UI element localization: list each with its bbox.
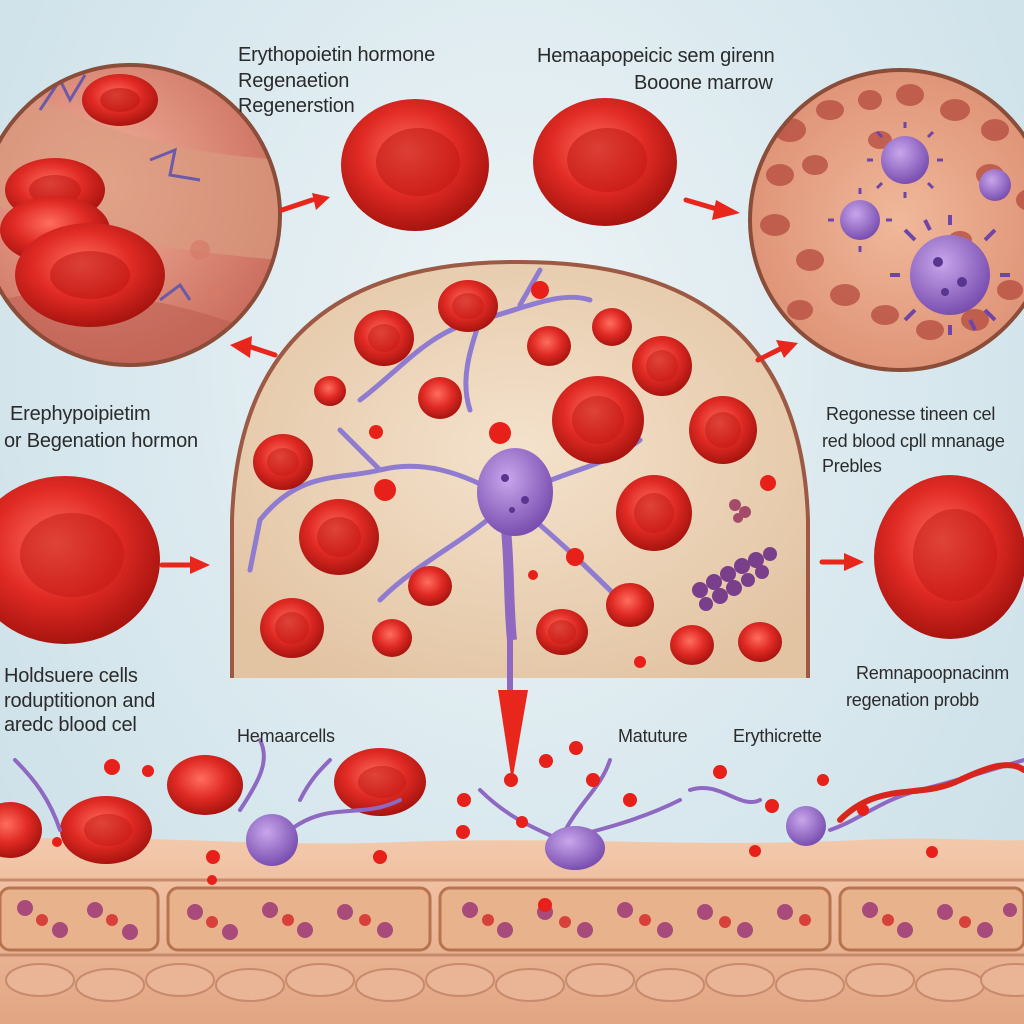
label-bottom-3: Erythicrette (733, 726, 822, 746)
label-low-right-1: Remnapoopnacinm (856, 663, 1010, 683)
label-bottom-1: Hemaarcells (237, 726, 335, 746)
bone-marrow-circle (748, 68, 1024, 372)
rbc-mid-left (0, 476, 160, 644)
bottom-stem-cell (246, 814, 298, 866)
label-top-left-2: Regenaetion (238, 70, 350, 92)
flow-arrows (159, 193, 864, 574)
rbc-top-center-left (341, 99, 489, 231)
label-mid-left-2: or Begenation hormon (4, 430, 198, 452)
label-mid-right-1: Regonesse tineen cel (826, 404, 996, 424)
label-low-left-2: roduptitionon and (4, 690, 156, 712)
label-top-right-1: Hemaapopeicic sem girenn (537, 45, 775, 67)
label-bottom-2: Matuture (618, 726, 688, 746)
bottom-red-dots (52, 741, 938, 912)
label-top-right-2: Booone marrow (634, 72, 773, 94)
down-arrow (498, 690, 528, 782)
label-low-right-2: regenation probb (846, 690, 979, 710)
bottom-stem-cell (786, 806, 826, 846)
label-mid-right-3: Prebles (822, 456, 882, 476)
tissue-layer (0, 837, 1024, 1024)
vessel-circle (0, 63, 282, 367)
label-mid-right-2: red blood cpll mnanage (822, 431, 1005, 451)
label-low-left-3: aredc blood cel (4, 714, 137, 736)
rbc-top-center-right (533, 98, 677, 226)
label-low-left-1: Holdsuere cells (4, 665, 138, 687)
label-top-left-1: Erythopoietin hormone (238, 44, 436, 66)
label-top-left-3: Regenerstion (238, 95, 355, 117)
bottom-rbcs (0, 748, 426, 864)
rbc-mid-right (874, 475, 1024, 639)
central-dome (230, 259, 810, 678)
central-stem-cell (477, 448, 553, 641)
stem-cells (828, 122, 1011, 335)
bottom-stem-cell (545, 826, 605, 870)
label-mid-left-1: Erephypoipietim (10, 403, 151, 425)
